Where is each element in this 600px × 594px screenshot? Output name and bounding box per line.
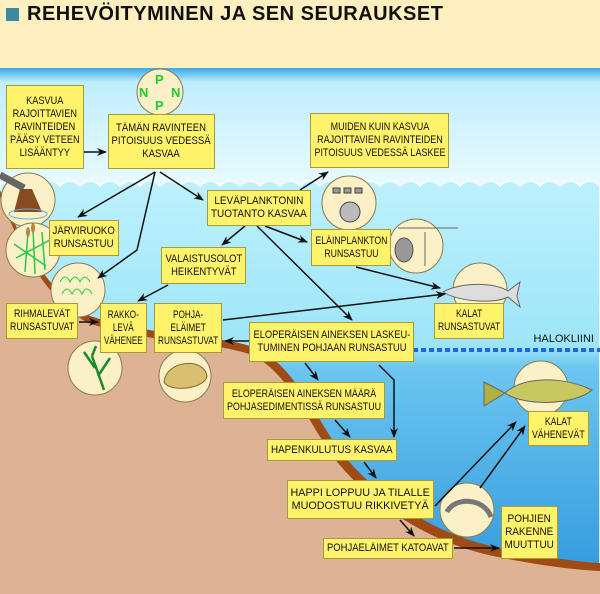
- page-title: REHEVÖITYMINEN JA SEN SEURAUKSET: [6, 3, 443, 26]
- box-benthic-animals-disappear: POHJAELÄIMET KATOAVAT: [323, 538, 453, 559]
- pipe-icon: [0, 171, 48, 220]
- amphipod-circle: [439, 482, 495, 538]
- box-text: ELOPERÄISEN AINEKSEN LASKEU- TUMINEN POH…: [253, 329, 410, 354]
- nutrient-letters: P N N P: [139, 72, 180, 113]
- box-text: LEVÄPLANKTONIN TUOTANTO KASVAA: [211, 195, 307, 220]
- title-text: REHEVÖITYMINEN JA SEN SEURAUKSET: [27, 3, 444, 25]
- box-phytoplankton: LEVÄPLANKTONIN TUOTANTO KASVAA: [207, 190, 311, 226]
- box-bladderwrack: RAKKO- LEVÄ VÄHENEE: [100, 303, 147, 353]
- box-nutrient-input: KASVUA RAJOITTAVIEN RAVINTEIDEN PÄÄSY VE…: [6, 85, 84, 169]
- box-text: KALAT RUNSASTUVAT: [437, 308, 501, 333]
- box-hydrogen-sulfide: HAPPI LOPPUU JA TILALLE MUODOSTUU RIKKIV…: [287, 480, 434, 519]
- bladderwrack-icon: [82, 345, 112, 391]
- box-text: POHJAELÄIMET KATOAVAT: [327, 542, 449, 554]
- box-text: ELOPERÄISEN AINEKSEN MÄÄRÄ POHJASEDIMENT…: [226, 387, 382, 413]
- box-light: VALAISTUSOLOT HEIKENTYVÄT: [161, 247, 246, 284]
- box-oxygen-consumption: HAPENKULUTUS KASVAA: [267, 439, 397, 461]
- box-text: RIHMALEVÄT RUNSASTUVAT: [9, 308, 75, 333]
- box-fish-decrease: KALAT VÄHENEVÄT: [528, 411, 589, 446]
- box-other-nutrients: MUIDEN KUIN KASVUA RAJOITTAVIEN RAVINTEI…: [310, 113, 449, 168]
- nutrient-letter: P: [155, 98, 164, 113]
- herring-icon: [442, 280, 521, 309]
- zooplankton-icon: [394, 227, 458, 266]
- amphipod-icon: [444, 498, 494, 519]
- box-text: POHJA- ELÄIMET RUNSASTUVAT: [157, 308, 219, 347]
- box-text: JÄRVIRUOKO RUNSASTUU: [52, 225, 116, 250]
- box-zooplankton: ELÄINPLANKTON RUNSASTUU: [311, 229, 391, 266]
- nutrient-letter: P: [155, 72, 164, 87]
- cod-icon: [483, 379, 593, 407]
- box-filamentous-algae: RIHMALEVÄT RUNSASTUVAT: [6, 303, 78, 339]
- clam-icon: [163, 362, 208, 389]
- box-text: ELÄINPLANKTON RUNSASTUU: [315, 234, 387, 260]
- box-organic-sediment: ELOPERÄISEN AINEKSEN MÄÄRÄ POHJASEDIMENT…: [223, 382, 385, 419]
- box-benthic-animals-increase: POHJA- ELÄIMET RUNSASTUVAT: [154, 303, 222, 353]
- header-band: [0, 0, 600, 68]
- box-text: TÄMÄN RAVINTEEN PITOISUUS VEDESSÄ KASVAA: [111, 122, 212, 160]
- nutrient-letter: N: [139, 85, 148, 100]
- box-organic-sedimentation: ELOPERÄISEN AINEKSEN LASKEU- TUMINEN POH…: [249, 322, 414, 362]
- box-fish-increase: KALAT RUNSASTUVAT: [434, 303, 504, 339]
- arrows: [77, 148, 526, 552]
- reed-icon: [13, 223, 51, 275]
- box-text: HAPPI LOPPUU JA TILALLE MUODOSTUU RIKKIV…: [290, 486, 431, 512]
- box-reed: JÄRVIRUOKO RUNSASTUU: [49, 220, 119, 256]
- box-nutrient-concentration: TÄMÄN RAVINTEEN PITOISUUS VEDESSÄ KASVAA: [108, 114, 215, 169]
- box-text: MUIDEN KUIN KASVUA RAJOITTAVIEN RAVINTEI…: [313, 121, 446, 159]
- halocline-label: HALOKLIINI: [533, 333, 594, 345]
- box-text: KALAT VÄHENEVÄT: [532, 415, 585, 441]
- seabed: [0, 197, 600, 594]
- nutrient-letter: N: [171, 85, 180, 100]
- box-text: POHJIEN RAKENNE MUUTTUU: [504, 513, 555, 551]
- title-square-icon: [6, 8, 19, 21]
- box-text: KASVUA RAJOITTAVIEN RAVINTEIDEN PÄÄSY VE…: [10, 94, 80, 159]
- box-text: RAKKO- LEVÄ VÄHENEE: [104, 308, 143, 347]
- phytoplankton-icon: [332, 187, 363, 223]
- box-bottom-structure: POHJIEN RAKENNE MUUTTUU: [501, 506, 558, 559]
- filamentous-algae-icon: [59, 276, 93, 296]
- air: [0, 68, 600, 186]
- box-text: HAPENKULUTUS KASVAA: [271, 443, 393, 456]
- box-text: VALAISTUSOLOT HEIKENTYVÄT: [165, 252, 242, 278]
